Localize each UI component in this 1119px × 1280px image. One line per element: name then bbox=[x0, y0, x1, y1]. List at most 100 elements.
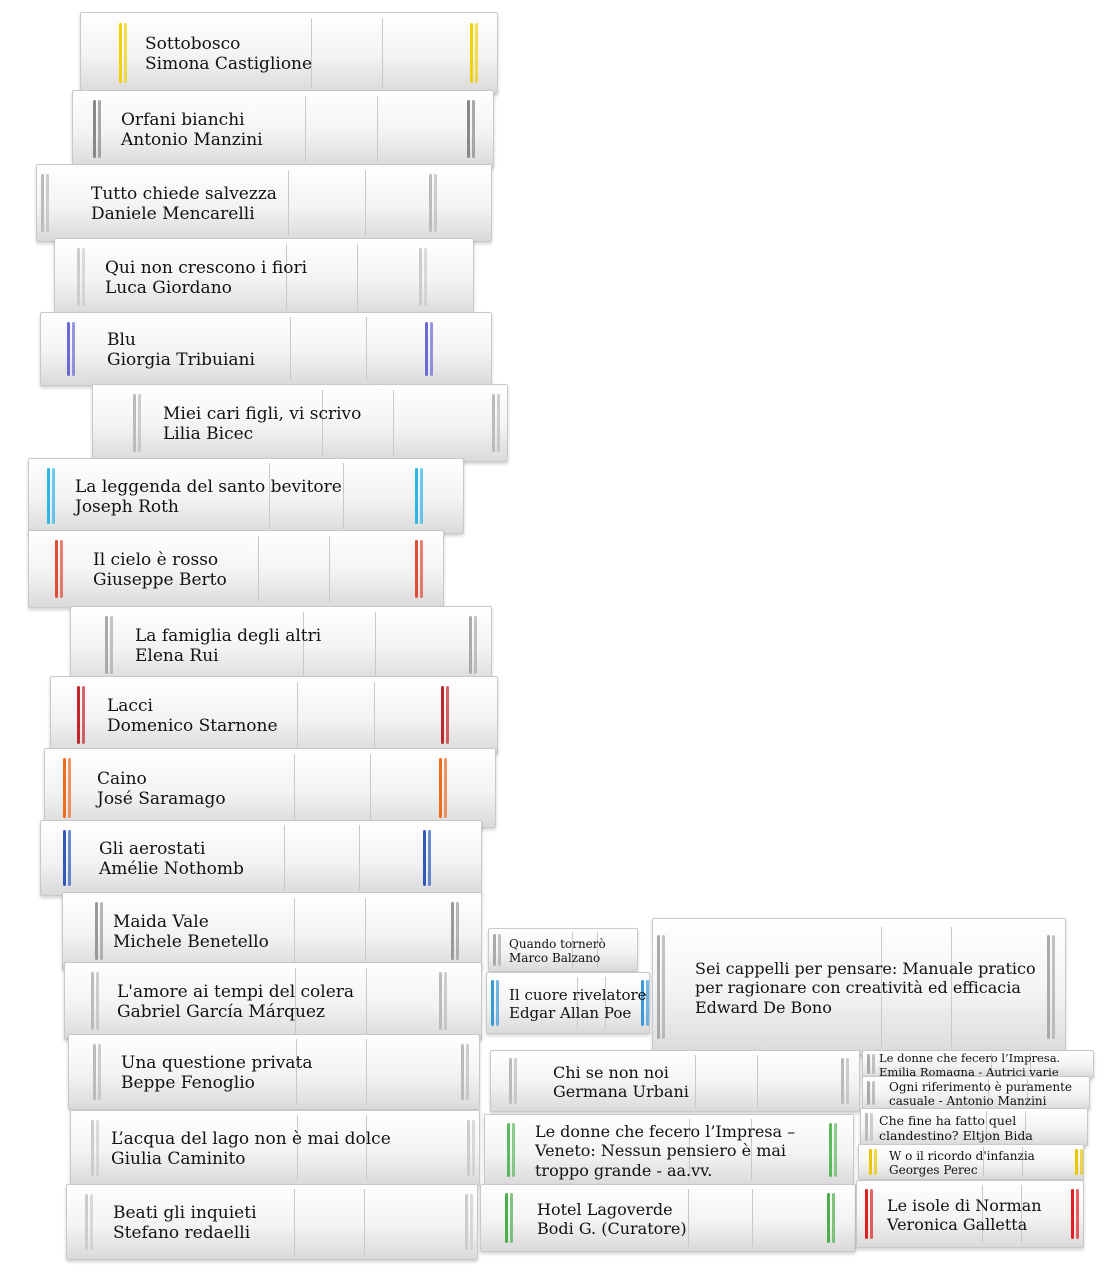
spine-stripe bbox=[98, 100, 101, 158]
spine-stripe bbox=[46, 174, 49, 232]
book-title: Sottobosco bbox=[145, 33, 241, 54]
spine-stripe bbox=[110, 616, 113, 674]
spine-stripe bbox=[456, 902, 459, 960]
spine-stripe bbox=[509, 1058, 512, 1104]
spine-stripe bbox=[63, 829, 66, 887]
spine-stripe bbox=[63, 758, 66, 818]
spine-stripe bbox=[470, 22, 473, 84]
book-title: Che fine ha fatto quel bbox=[879, 1113, 1017, 1128]
book-author: casuale - Antonio Manzini bbox=[889, 1093, 1047, 1108]
spine-stripe bbox=[68, 758, 71, 818]
spine-stripe bbox=[439, 972, 442, 1030]
spine-stripe bbox=[444, 758, 447, 818]
book-author: Georges Perec bbox=[889, 1162, 978, 1177]
spine-groove bbox=[295, 967, 296, 1035]
spine-stripe bbox=[1076, 1188, 1079, 1240]
spine-stripe bbox=[93, 1043, 96, 1101]
spine-groove bbox=[1021, 1184, 1022, 1244]
spine-groove bbox=[311, 17, 312, 89]
spine-stripe bbox=[846, 1058, 849, 1104]
spine-groove bbox=[343, 463, 344, 529]
spine-stripe bbox=[415, 540, 418, 598]
spine-stripe bbox=[514, 1058, 517, 1104]
book-sei-cappelli-per-pensare-manuale-pratico[interactable]: Sei cappelli per pensare: Manuale pratic… bbox=[652, 918, 1066, 1056]
spine-groove bbox=[359, 825, 360, 891]
spine-stripe bbox=[60, 540, 63, 598]
spine-groove bbox=[297, 1115, 298, 1181]
book-title: Chi se non noi bbox=[553, 1062, 669, 1082]
spine-groove bbox=[881, 927, 882, 1047]
book-le-donne-che-fecero-l-impresa[interactable]: Le donne che fecero l’Impresa –Veneto: N… bbox=[484, 1114, 854, 1186]
spine-groove bbox=[375, 611, 376, 679]
book-author: Domenico Starnone bbox=[107, 715, 278, 736]
spine-groove bbox=[296, 1039, 297, 1105]
spine-groove bbox=[305, 95, 306, 163]
spine-stripe bbox=[461, 1043, 464, 1101]
spine-stripe bbox=[865, 1188, 868, 1240]
book-author: Emilia Romagna - Autrici varie bbox=[879, 1064, 1059, 1078]
book-author: Veneto: Nessun pensiero è mai bbox=[535, 1141, 787, 1161]
spine-groove bbox=[377, 95, 378, 163]
spine-stripe bbox=[1052, 935, 1055, 1039]
spine-groove bbox=[752, 1188, 753, 1248]
book-title: Le donne che fecero l’Impresa. bbox=[879, 1051, 1061, 1065]
spine-groove bbox=[983, 1147, 984, 1177]
spine-stripe bbox=[91, 972, 94, 1030]
spine-groove bbox=[951, 927, 952, 1047]
book-title: Il cuore rivelatore bbox=[509, 986, 647, 1004]
spine-stripe bbox=[96, 972, 99, 1030]
spine-groove bbox=[597, 931, 598, 969]
spine-stripe bbox=[423, 829, 426, 887]
spine-stripe bbox=[439, 758, 442, 818]
spine-stripe bbox=[133, 394, 136, 452]
spine-stripe bbox=[419, 248, 422, 306]
book-le-donne-che-fecero-l-impresa[interactable]: Le donne che fecero l’Impresa.Emilia Rom… bbox=[862, 1050, 1094, 1078]
book-author: Veronica Galletta bbox=[887, 1214, 1028, 1234]
spine-stripe bbox=[441, 686, 444, 744]
spine-stripe bbox=[834, 1123, 837, 1177]
book-author: Giuseppe Berto bbox=[93, 569, 227, 590]
